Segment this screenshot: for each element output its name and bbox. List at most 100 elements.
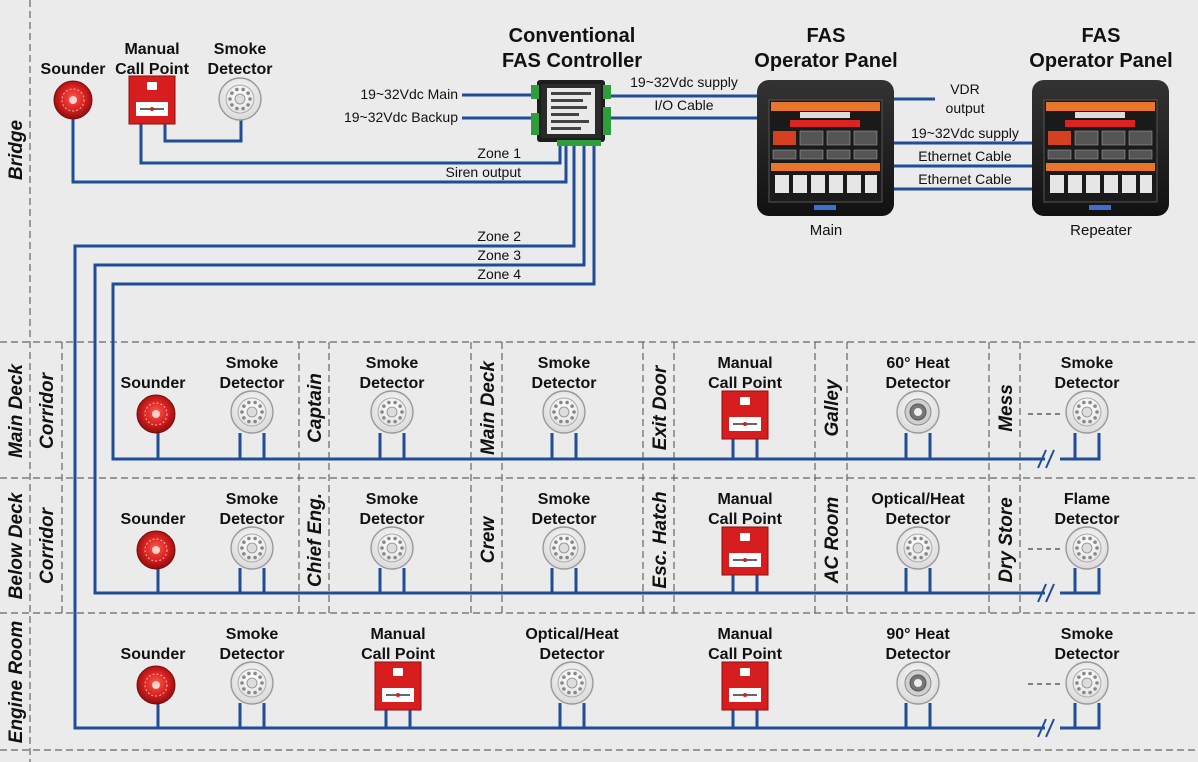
smoke-detector-icon (1065, 390, 1109, 434)
main-panel-caption: Main (810, 222, 843, 239)
backup-power-label: 19~32Vdc Backup (344, 109, 458, 125)
room-labels: Captain Main Deck Exit Door Galley Mess … (305, 360, 1017, 589)
main-operator-panel (757, 80, 894, 216)
device-label: Smoke (1061, 626, 1114, 643)
room-label: Chief Eng. (305, 493, 326, 587)
device-label: Detector (220, 375, 285, 392)
device-label: Manual (717, 491, 772, 508)
device-label: Call Point (708, 375, 782, 392)
zone3-label: Zone 3 (477, 247, 521, 263)
room-label: Crew (478, 516, 499, 564)
device-label: Detector (886, 511, 951, 528)
smoke-detector-icon (218, 77, 262, 121)
repeater-supply-label: 19~32Vdc supply (911, 125, 1019, 141)
main-power-label: 19~32Vdc Main (360, 86, 458, 102)
device-label: Detector (360, 511, 425, 528)
device-label: Manual (717, 355, 772, 372)
device-label: Detector (360, 375, 425, 392)
manual-call-point-icon (374, 661, 422, 711)
heat-detector-icon (896, 390, 940, 434)
vdr-label: VDR (950, 81, 980, 97)
smoke-detector-icon (542, 526, 586, 570)
smoke-detector-icon (896, 526, 940, 570)
manual-call-point-icon (721, 526, 769, 576)
device-label: Detector (540, 646, 605, 663)
smoke-detector-icon (230, 390, 274, 434)
zone-label-below-deck-corridor: Corridor (37, 506, 58, 584)
device-label: Detector (532, 375, 597, 392)
device-label: Detector (1055, 646, 1120, 663)
zone4-label: Zone 4 (477, 266, 521, 282)
supply-label: 19~32Vdc supply (630, 74, 738, 90)
zone2-label: Zone 2 (477, 228, 521, 244)
device-label: Smoke (226, 355, 279, 372)
device-label: 90° Heat (886, 626, 950, 643)
main-panel-title: FAS (807, 25, 846, 47)
smoke-detector-icon (1065, 661, 1109, 705)
bridge-sounder-label: Sounder (41, 61, 106, 78)
room-label: Galley (822, 378, 843, 436)
repeater-panel-caption: Repeater (1070, 222, 1132, 239)
device-label: Detector (220, 646, 285, 663)
smoke-detector-icon (230, 526, 274, 570)
siren-output-label: Siren output (446, 164, 522, 180)
device-label: Detector (1055, 375, 1120, 392)
deck-devices: SounderSmokeDetectorSmokeDetectorSmokeDe… (121, 355, 1120, 711)
device-label: Call Point (708, 646, 782, 663)
room-label: Main Deck (478, 360, 499, 455)
zone1-label: Zone 1 (477, 145, 521, 161)
device-label: Detector (1055, 511, 1120, 528)
wiring (71, 93, 1101, 738)
device-label: Call Point (361, 646, 435, 663)
repeater-panel-subtitle: Operator Panel (1029, 50, 1172, 72)
manual-call-point-icon (721, 661, 769, 711)
zone-label-main-deck: Main Deck (6, 363, 27, 458)
device-label: Manual (717, 626, 772, 643)
smoke-detector-icon (370, 526, 414, 570)
sounder-icon (136, 530, 176, 570)
room-label: AC Room (822, 497, 843, 585)
bridge-devices (53, 75, 262, 125)
fas-controller-board (531, 80, 611, 146)
repeater-panel-title: FAS (1082, 25, 1121, 47)
device-label: Smoke (226, 491, 279, 508)
controller-subtitle: FAS Controller (502, 50, 642, 72)
sounder-icon (53, 80, 93, 120)
device-label: Optical/Heat (525, 626, 619, 643)
room-label: Exit Door (650, 364, 671, 450)
room-label: Mess (996, 384, 1017, 432)
ethernet-label: Ethernet Cable (918, 148, 1012, 164)
smoke-detector-icon (550, 661, 594, 705)
controller-title: Conventional (509, 25, 636, 47)
device-label: 60° Heat (886, 355, 950, 372)
device-label: Sounder (121, 511, 186, 528)
device-label: Optical/Heat (871, 491, 965, 508)
device-label: Call Point (708, 511, 782, 528)
smoke-detector-icon (370, 390, 414, 434)
device-label: Detector (532, 511, 597, 528)
manual-call-point-icon (721, 390, 769, 440)
zone-label-main-deck-corridor: Corridor (37, 371, 58, 449)
repeater-operator-panel (1032, 80, 1169, 216)
sounder-icon (136, 394, 176, 434)
device-label: Smoke (366, 491, 419, 508)
manual-call-point-icon (128, 75, 176, 125)
device-label: Detector (886, 646, 951, 663)
device-label: Smoke (538, 355, 591, 372)
device-label: Smoke (366, 355, 419, 372)
